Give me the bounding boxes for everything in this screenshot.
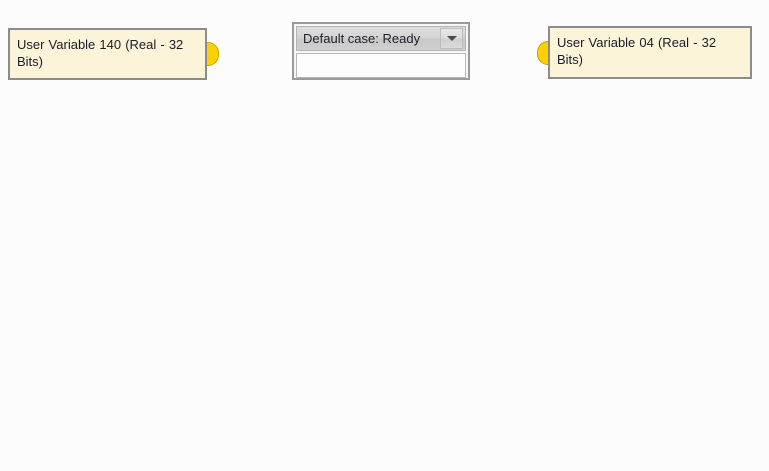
node-user-variable-140[interactable]: User Variable 140 (Real - 32 Bits): [8, 28, 207, 80]
node-label: User Variable 04 (Real - 32 Bits): [557, 35, 717, 67]
case-selector-widget[interactable]: Default case: Ready: [292, 22, 470, 80]
output-port-icon[interactable]: [207, 42, 219, 66]
case-dropdown[interactable]: Default case: Ready: [296, 26, 466, 51]
chevron-down-icon[interactable]: [440, 28, 463, 49]
node-label: User Variable 140 (Real - 32 Bits): [17, 37, 184, 69]
node-user-variable-04[interactable]: User Variable 04 (Real - 32 Bits): [548, 26, 752, 79]
chevron-down-glyph: [446, 36, 457, 41]
case-body-panel[interactable]: [296, 53, 466, 78]
case-dropdown-value: Default case: Ready: [303, 31, 421, 46]
